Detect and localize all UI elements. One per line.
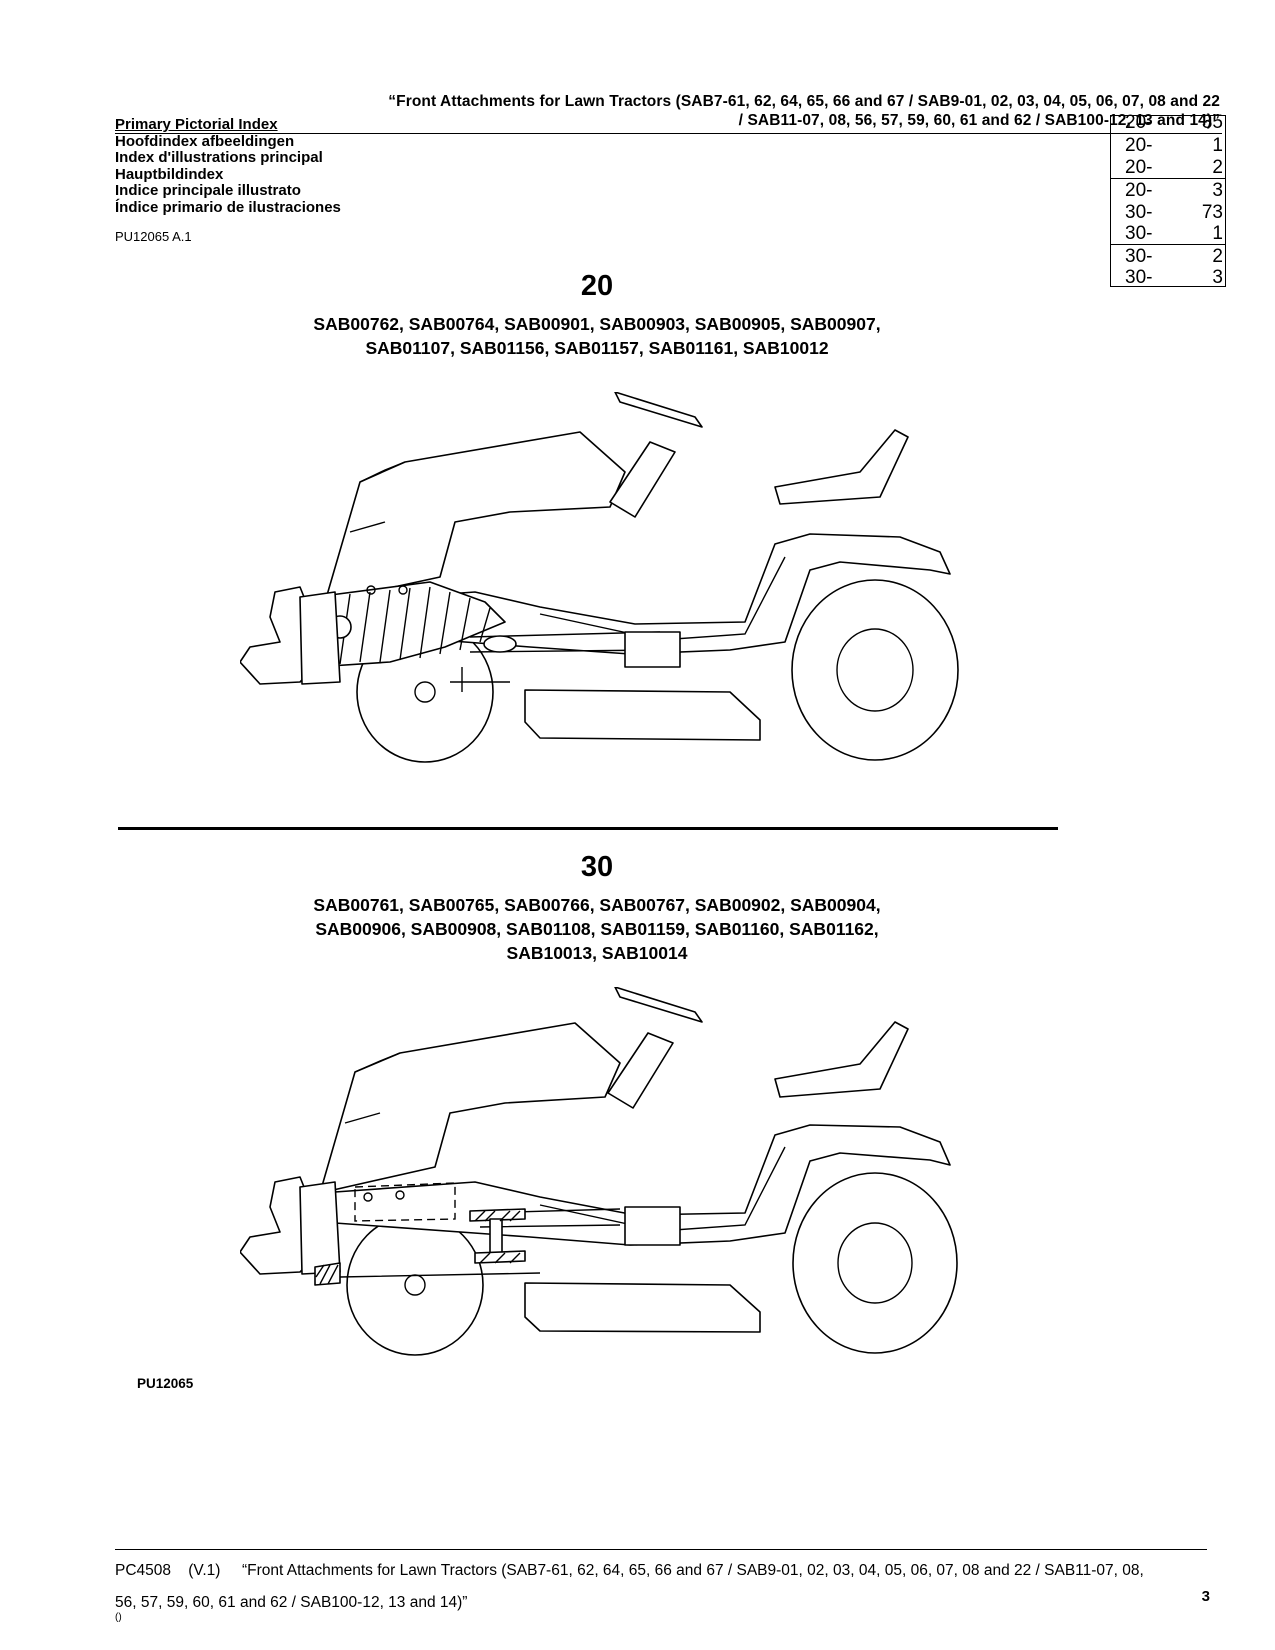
- steering-column: [607, 1032, 674, 1109]
- hood-detail: [344, 1052, 401, 1124]
- pulley-hatching: [474, 1210, 521, 1264]
- index-title-nl: Hoofdindex afbeeldingen: [115, 132, 295, 150]
- footer-line1: PC4508 (V.1) “Front Attachments for Lawn…: [115, 1555, 1210, 1587]
- header-rule: [115, 133, 1222, 134]
- page-index-section: 30-: [1125, 223, 1153, 244]
- page-index-section: 30-: [1125, 267, 1153, 288]
- footer-doc-number: PC4508: [115, 1562, 172, 1579]
- page-index-section: 20-: [1125, 135, 1153, 156]
- index-title-fr: Index d'illustrations principal: [115, 149, 323, 166]
- section-30-models-line2: SAB00906, SAB00908, SAB01108, SAB01159, …: [315, 919, 879, 939]
- page-index-divider: [1111, 178, 1225, 179]
- page-index-page: 3: [1212, 267, 1223, 288]
- section-number-20: 20: [580, 270, 614, 302]
- section-20-models: SAB00762, SAB00764, SAB00901, SAB00903, …: [197, 312, 997, 360]
- page-index-page: 1: [1212, 135, 1223, 156]
- gearbox: [624, 631, 681, 668]
- fender-line: [539, 1146, 786, 1232]
- rear-wheel: [791, 579, 959, 761]
- page-index-page: 73: [1201, 202, 1223, 223]
- page-index-box: 20- 35 20- 1 20- 2 20- 3 30- 73 30- 1 30- 2 30-…: [1110, 112, 1226, 288]
- page-index-row[interactable]: 30- 73: [1111, 202, 1225, 223]
- figure-reference: PU12065 A.1: [115, 229, 192, 244]
- index-titles: Primary Pictorial Index Hoofdindex afbee…: [115, 116, 341, 216]
- page-index-row[interactable]: 20- 35: [1111, 112, 1225, 133]
- gearbox: [624, 1206, 681, 1246]
- document-title-line2: / SAB11-07, 08, 56, 57, 59, 60, 61 and 6…: [738, 112, 1220, 129]
- mower-deck: [524, 1282, 761, 1333]
- seat: [774, 1021, 909, 1098]
- rear-wheel: [792, 1172, 958, 1354]
- section-20-models-line1: SAB00762, SAB00764, SAB00901, SAB00903, …: [313, 314, 881, 334]
- figure-id: PU12065: [137, 1376, 194, 1391]
- footer-version: (V.1): [188, 1562, 221, 1579]
- page-index-row[interactable]: 30- 2: [1111, 246, 1225, 267]
- page-index-section: 30-: [1125, 246, 1153, 267]
- page-index-divider: [1111, 244, 1225, 245]
- index-title-en: Primary Pictorial Index: [115, 116, 278, 133]
- engine-hood: [324, 431, 626, 603]
- pulley-hub: [489, 1218, 503, 1256]
- hatching: [315, 1264, 339, 1285]
- page-index-row[interactable]: 30- 1: [1111, 223, 1225, 244]
- page-index-page: 35: [1201, 112, 1223, 133]
- index-title-es: Índice primario de ilustraciones: [115, 198, 341, 216]
- page-index-section: 30-: [1125, 202, 1153, 223]
- rear-wheel-hub: [837, 1222, 913, 1304]
- linkage: [450, 667, 510, 692]
- section-divider: [118, 827, 1058, 830]
- footer-text: PC4508 (V.1) “Front Attachments for Lawn…: [115, 1555, 1210, 1619]
- steering-wheel: [614, 392, 703, 428]
- section-30-models-line1: SAB00761, SAB00765, SAB00766, SAB00767, …: [313, 895, 881, 915]
- page-index-row[interactable]: 30- 3: [1111, 267, 1225, 288]
- page-index-row[interactable]: 20- 3: [1111, 180, 1225, 201]
- bolt-hole: [363, 1192, 373, 1202]
- engine-hood: [319, 1022, 621, 1194]
- page-index-page: 2: [1212, 246, 1223, 267]
- mower-deck: [524, 689, 761, 741]
- index-title-it: Indice principale illustrato: [115, 182, 301, 199]
- footer-title-line1: “Front Attachments for Lawn Tractors (SA…: [241, 1562, 1144, 1579]
- footer-tiny-mark: (): [115, 1612, 122, 1623]
- page-index-section: 20-: [1125, 112, 1153, 133]
- page-index-row[interactable]: 20- 1: [1111, 135, 1225, 156]
- footer-rule: [115, 1549, 1207, 1550]
- section-30-models: SAB00761, SAB00765, SAB00766, SAB00767, …: [197, 893, 997, 965]
- hood-detail: [349, 461, 406, 533]
- page-index-page: 3: [1212, 180, 1223, 201]
- section-30-models-line3: SAB10013, SAB10014: [506, 943, 688, 963]
- tractor-illustration-section-30[interactable]: [240, 987, 970, 1357]
- front-wheel: [346, 1214, 484, 1356]
- fender-line: [539, 556, 786, 641]
- front-wheel-hub: [414, 681, 436, 703]
- hidden-frame-outline: [354, 1182, 456, 1222]
- pulley: [483, 635, 517, 653]
- bracket-plate: [299, 1181, 341, 1275]
- page-index-page: 2: [1212, 157, 1223, 178]
- page-index-section: 20-: [1125, 180, 1153, 201]
- index-title-de: Hauptbildindex: [115, 165, 224, 183]
- tractor-illustration-section-20[interactable]: [240, 392, 970, 772]
- steering-wheel: [614, 987, 703, 1023]
- bracket-plate: [299, 591, 341, 685]
- bolt-hole: [395, 1190, 405, 1200]
- document-title: “Front Attachments for Lawn Tractors (SA…: [210, 92, 1220, 130]
- section-number-30: 30: [580, 851, 614, 883]
- footer-title-line2: 56, 57, 59, 60, 61 and 62 / SAB100-12, 1…: [115, 1594, 468, 1611]
- seat: [774, 429, 909, 505]
- page-number: 3: [1201, 1588, 1210, 1605]
- bolt-hole: [366, 585, 376, 595]
- section-20-models-line2: SAB01107, SAB01156, SAB01157, SAB01161, …: [365, 338, 829, 358]
- bolt-hole: [398, 585, 408, 595]
- page-index-page: 1: [1212, 223, 1223, 244]
- rear-wheel-hub: [836, 628, 914, 712]
- page-index-row[interactable]: 20- 2: [1111, 157, 1225, 178]
- steering-column: [609, 441, 676, 518]
- document-title-line1: “Front Attachments for Lawn Tractors (SA…: [388, 93, 1220, 110]
- page-index-section: 20-: [1125, 157, 1153, 178]
